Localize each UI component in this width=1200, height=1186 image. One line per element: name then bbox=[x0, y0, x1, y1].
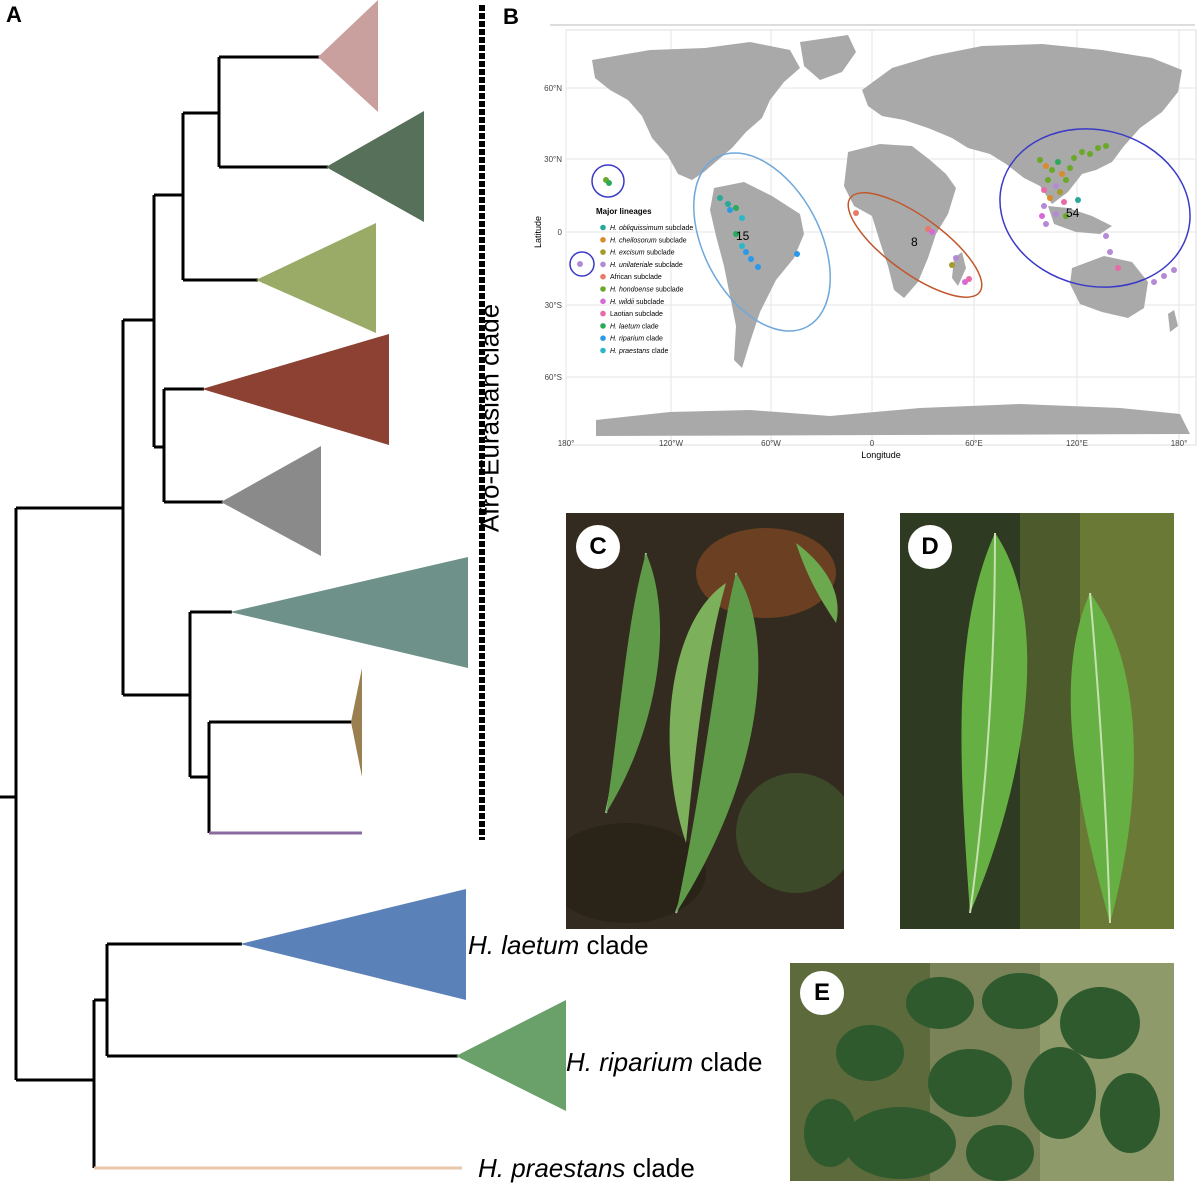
legend-item-label: Laotian subclade bbox=[610, 311, 663, 318]
panel-c-letter: C bbox=[576, 525, 620, 569]
pacific-ellipse bbox=[569, 251, 595, 277]
asia-count: 54 bbox=[1066, 206, 1080, 220]
new-zealand bbox=[1168, 310, 1178, 332]
panel-a-letter: A bbox=[6, 2, 22, 27]
legend-item-label: H. wildii subclade bbox=[610, 299, 664, 306]
africa-count: 8 bbox=[911, 235, 918, 249]
riparium-clade-label: H. riparium clade bbox=[566, 1047, 763, 1077]
legend-title: Major lineages bbox=[596, 207, 652, 216]
legend-item-label: H. praestans clade bbox=[610, 348, 668, 355]
y-tick: 0 bbox=[558, 228, 563, 237]
legend-item-label: H. riparium clade bbox=[610, 336, 663, 343]
hawaii-ellipse bbox=[591, 164, 625, 198]
y-tick: 30°S bbox=[545, 301, 562, 310]
collapsed-clade-triangle bbox=[230, 557, 468, 668]
laetum-clade-label: H. laetum clade bbox=[468, 930, 649, 960]
map-legend: Major lineages H. obliquissimum subclade… bbox=[596, 207, 693, 355]
north-america bbox=[592, 42, 800, 180]
legend-marker bbox=[600, 335, 606, 342]
fern-photo-d: D bbox=[900, 513, 1174, 929]
legend-item-label: H. unilateriale subclade bbox=[610, 262, 683, 269]
x-tick: 60°E bbox=[965, 439, 982, 448]
fern-photo-c: C bbox=[566, 513, 844, 929]
fern-photo-e: E bbox=[790, 963, 1174, 1181]
y-axis-label: Latitude bbox=[533, 216, 543, 248]
panel-b-letter: B bbox=[503, 4, 519, 29]
africa bbox=[844, 144, 956, 298]
x-tick: 180° bbox=[558, 439, 575, 448]
fern-photo-c-drawing bbox=[566, 513, 844, 929]
x-axis-ticks: 180° 120°W 60°W 0 60°E 120°E 180° bbox=[558, 439, 1188, 448]
laetum-clade-triangle bbox=[240, 889, 466, 1000]
south-america bbox=[710, 182, 804, 368]
x-tick: 0 bbox=[870, 439, 875, 448]
collapsed-clade-triangle bbox=[221, 446, 321, 556]
asia-ellipse bbox=[999, 128, 1191, 288]
x-tick: 60°W bbox=[761, 439, 781, 448]
x-tick: 120°W bbox=[659, 439, 684, 448]
legend-marker bbox=[600, 310, 606, 317]
x-tick: 180° bbox=[1171, 439, 1188, 448]
fern-photo-d-drawing bbox=[900, 513, 1174, 929]
sample-points bbox=[577, 143, 1177, 285]
neotropics-ellipse bbox=[693, 152, 831, 332]
x-tick: 120°E bbox=[1066, 439, 1088, 448]
legend-marker bbox=[600, 323, 606, 329]
collapsed-clade-triangle bbox=[326, 111, 424, 222]
eurasia bbox=[862, 44, 1182, 204]
tree-branches bbox=[0, 55, 458, 1168]
legend-marker bbox=[600, 347, 606, 354]
legend-item-label: H. laetum clade bbox=[610, 323, 659, 330]
region-ellipses bbox=[569, 128, 1191, 332]
panel-e-letter: E bbox=[800, 971, 844, 1015]
greenland bbox=[800, 35, 856, 80]
y-axis-ticks: 60°N 30°N 0 30°S 60°S bbox=[544, 84, 562, 382]
africa-ellipse bbox=[847, 192, 983, 298]
legend-marker bbox=[600, 237, 606, 243]
distribution-map: 15 8 54 60°N 30°N 0 30°S 60°S 180° 120°W… bbox=[533, 24, 1197, 460]
legend-item-label: H. obliquissimum subclade bbox=[610, 225, 693, 232]
legend-marker bbox=[600, 298, 606, 305]
legend-marker bbox=[600, 249, 606, 255]
legend-marker bbox=[600, 273, 606, 280]
praestans-clade-label: H. praestans clade bbox=[478, 1153, 695, 1183]
legend-marker bbox=[600, 224, 606, 231]
collapsed-clade-triangle bbox=[202, 334, 389, 445]
riparium-clade-triangle bbox=[456, 1000, 566, 1111]
antarctica bbox=[596, 404, 1190, 436]
y-tick: 30°N bbox=[544, 155, 562, 164]
legend-items: H. obliquissimum subclade H. cheilosorum … bbox=[600, 224, 693, 355]
collapsed-clade-triangle bbox=[351, 668, 362, 777]
legend-marker bbox=[600, 286, 606, 292]
y-tick: 60°N bbox=[544, 84, 562, 93]
legend-item-label: H. hondoense subclade bbox=[610, 287, 684, 294]
panel-d-letter: D bbox=[908, 525, 952, 569]
legend-marker bbox=[600, 261, 606, 268]
phylogenetic-tree bbox=[0, 0, 566, 1170]
legend-item-label: African subclade bbox=[610, 274, 662, 281]
legend-item-label: H. excisum subclade bbox=[610, 250, 675, 257]
x-axis-label: Longitude bbox=[861, 450, 901, 460]
legend-item-label: H. cheilosorum subclade bbox=[610, 237, 687, 244]
southeast-asia-islands bbox=[1048, 206, 1112, 234]
neotropics-count: 15 bbox=[736, 229, 750, 243]
collapsed-clade-triangle bbox=[318, 0, 378, 112]
fern-photo-e-drawing bbox=[790, 963, 1174, 1181]
collapsed-clade-triangle bbox=[256, 223, 376, 333]
y-tick: 60°S bbox=[545, 373, 562, 382]
